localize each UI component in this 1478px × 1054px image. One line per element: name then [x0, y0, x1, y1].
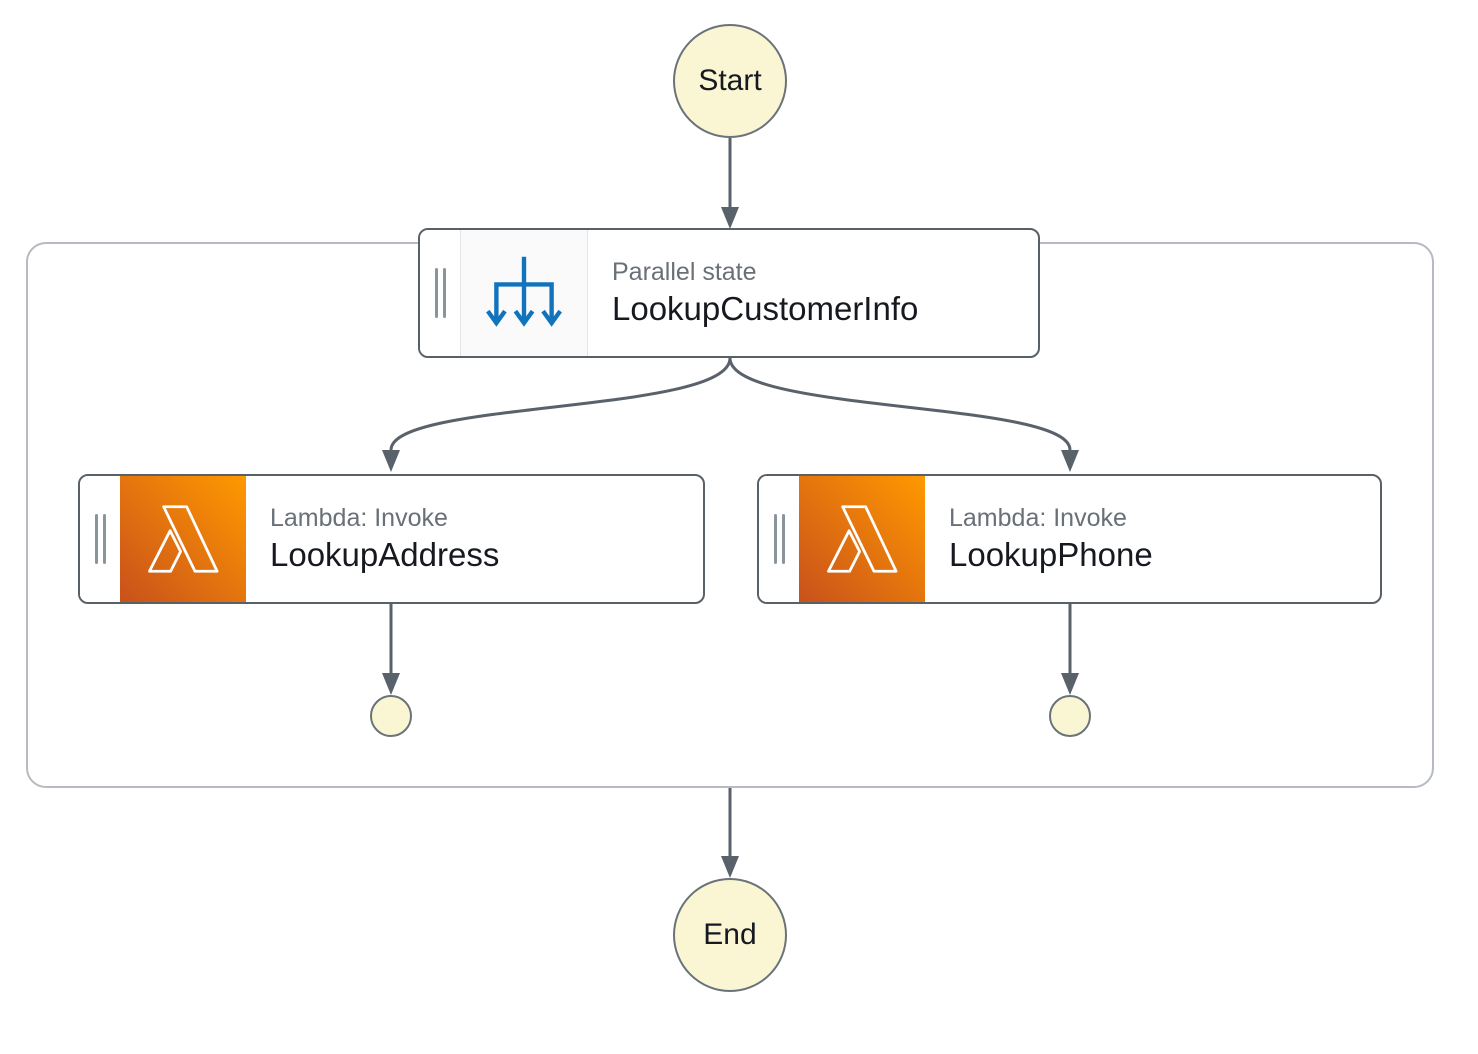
- branch-terminal-node-right: [1049, 695, 1091, 737]
- lambda-invoke-node-lookupaddress[interactable]: Lambda: Invoke LookupAddress: [78, 474, 705, 604]
- branch-terminal-node-left: [370, 695, 412, 737]
- lambda-icon: [799, 476, 925, 602]
- parallel-state-text: Parallel state LookupCustomerInfo: [588, 230, 918, 356]
- state-name-label: LookupPhone: [949, 536, 1153, 574]
- state-name-label: LookupAddress: [270, 536, 500, 574]
- parallel-state-node[interactable]: Parallel state LookupCustomerInfo: [418, 228, 1040, 358]
- state-name-label: LookupCustomerInfo: [612, 290, 919, 328]
- drag-handle-bar: [94, 514, 98, 564]
- drag-handle-bar: [773, 514, 777, 564]
- end-node-label: End: [703, 918, 757, 951]
- drag-handle-bar: [102, 514, 106, 564]
- drag-handle[interactable]: [80, 476, 120, 602]
- lambda-state-text: Lambda: Invoke LookupAddress: [246, 476, 499, 602]
- state-type-label: Lambda: Invoke: [949, 503, 1127, 532]
- drag-handle-bar: [781, 514, 785, 564]
- state-type-label: Lambda: Invoke: [270, 503, 448, 532]
- end-node: End: [673, 878, 787, 992]
- lambda-state-text: Lambda: Invoke LookupPhone: [925, 476, 1153, 602]
- drag-handle-bar: [434, 268, 438, 318]
- drag-handle[interactable]: [420, 230, 460, 356]
- lambda-invoke-node-lookupphone[interactable]: Lambda: Invoke LookupPhone: [757, 474, 1382, 604]
- lambda-icon: [120, 476, 246, 602]
- start-node: Start: [673, 24, 787, 138]
- drag-handle[interactable]: [759, 476, 799, 602]
- edge-container-to-end: [721, 788, 739, 878]
- drag-handle-bar: [442, 268, 446, 318]
- edge-start-to-parallel: [721, 138, 739, 229]
- parallel-split-icon: [460, 230, 588, 356]
- state-type-label: Parallel state: [612, 257, 757, 286]
- start-node-label: Start: [698, 64, 762, 97]
